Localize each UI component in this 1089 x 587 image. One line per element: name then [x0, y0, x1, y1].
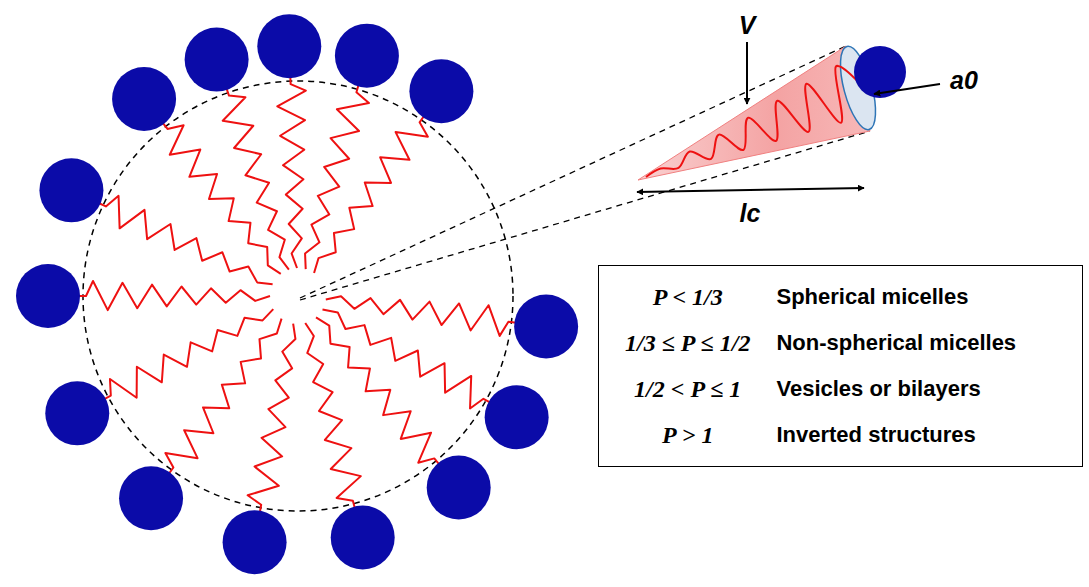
head-group: [223, 510, 287, 574]
cone-tail: [646, 66, 862, 177]
tail-chain: [104, 309, 274, 399]
head-group: [185, 28, 249, 92]
hydrophobic-tails: [78, 76, 516, 513]
head-group: [485, 385, 549, 449]
structure-name: Non-spherical micelles: [776, 324, 1066, 362]
tail-chain: [277, 76, 306, 268]
tail-chain: [223, 88, 289, 270]
volume-label: V: [739, 11, 756, 40]
packing-range: 1/2 < P ≤ 1: [625, 370, 750, 408]
area-arrow: [874, 84, 940, 94]
criteria-table: P < 1/3 Spherical micelles 1/3 ≤ P ≤ 1/2 No…: [598, 265, 1083, 467]
head-group: [335, 24, 399, 88]
packing-range: P < 1/3: [625, 278, 750, 316]
tail-chain: [248, 324, 296, 513]
structure-name: Vesicles or bilayers: [776, 370, 1066, 408]
cone: [638, 46, 870, 180]
tail-chain: [305, 85, 369, 270]
head-group: [331, 505, 395, 569]
tail-chain: [78, 281, 270, 310]
structure-name: Inverted structures: [776, 416, 1066, 454]
head-area-label: a0: [950, 66, 978, 95]
length-arrow: [637, 188, 864, 192]
head-group: [119, 466, 183, 530]
tail-chain: [326, 296, 517, 336]
tail-chain: [322, 310, 490, 409]
head-group: [16, 264, 80, 328]
packing-range: P > 1: [625, 416, 750, 454]
tail-chain: [305, 323, 361, 508]
chain-length-label: lc: [740, 199, 761, 228]
structure-name: Spherical micelles: [776, 278, 1066, 316]
head-group: [409, 59, 473, 123]
head-group: [112, 67, 176, 131]
hydrophilic-heads: [16, 14, 578, 574]
head-group: [427, 456, 491, 520]
tail-chain: [163, 123, 281, 274]
tail-chain: [165, 319, 281, 474]
packing-range: 1/3 ≤ P ≤ 1/2: [625, 324, 750, 362]
head-group: [39, 158, 103, 222]
tail-chain: [314, 116, 428, 273]
head-group: [514, 294, 578, 358]
volume-arrow: [746, 42, 748, 104]
head-group: [45, 381, 109, 445]
tail-chain: [99, 196, 273, 284]
head-group: [257, 14, 321, 78]
